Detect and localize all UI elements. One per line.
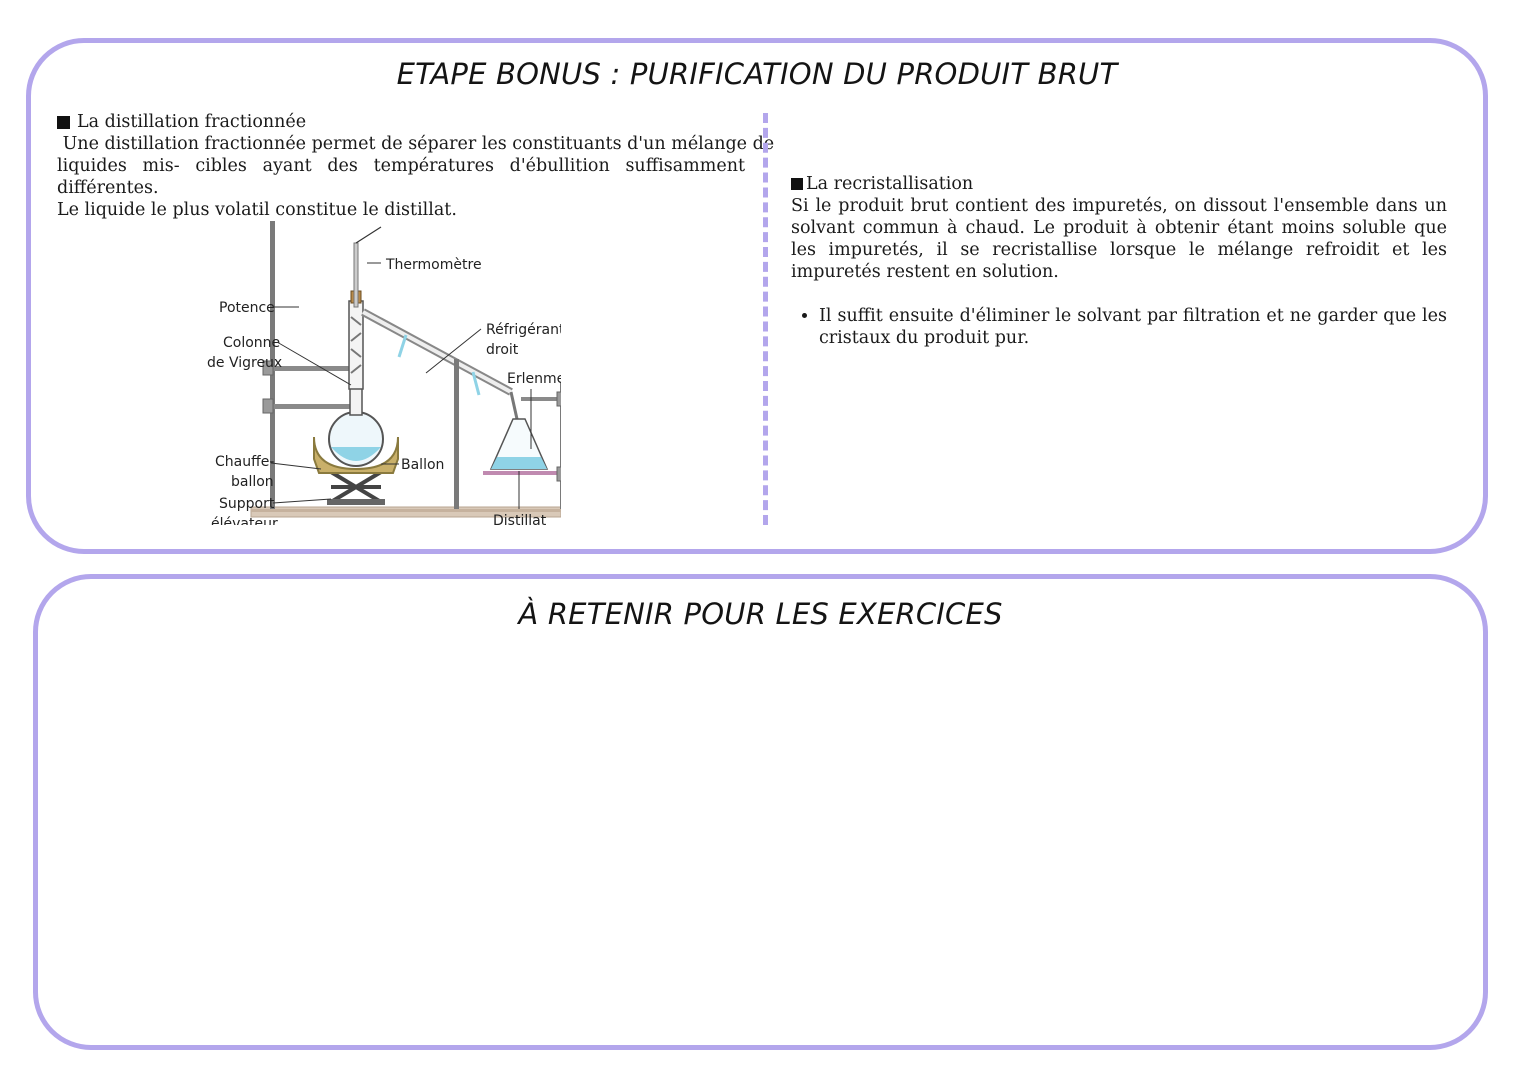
lab-jack <box>329 470 383 504</box>
recrist-heading-text: La recristallisation <box>806 174 974 194</box>
leader-line <box>276 341 352 386</box>
label-support-2: élévateur <box>211 516 278 525</box>
square-bullet-icon <box>791 178 803 190</box>
recristallisation-section: La recristallisation Si le produit brut … <box>791 173 1447 349</box>
clamp-knob <box>556 466 561 482</box>
distillate-liquid <box>491 457 547 469</box>
distillation-heading: La distillation fractionnée <box>57 111 745 133</box>
retenir-panel: À RETENIR POUR LES EXERCICES <box>33 574 1488 1050</box>
water-tubes <box>397 334 481 396</box>
condenser-inner <box>362 310 512 394</box>
flask-neck <box>349 386 363 416</box>
panel-title: À RETENIR POUR LES EXERCICES <box>518 597 1003 631</box>
label-refrigerant-2: droit <box>486 342 519 358</box>
label-colonne-2: de Vigreux <box>207 355 282 371</box>
heating-mantle <box>313 436 399 474</box>
label-potence: Potence <box>219 300 275 316</box>
clamp-knob <box>262 398 274 414</box>
list-item: Il suffit ensuite d'éliminer le solvant … <box>819 305 1447 349</box>
base-plate-shade <box>251 509 561 512</box>
stand-rod-middle <box>454 359 459 509</box>
leader-line <box>355 226 382 244</box>
label-ballon: Ballon <box>401 457 444 473</box>
label-erlenmeyer: Erlenmeyer <box>507 371 561 387</box>
distillation-line: Une distillation fractionnée permet de s… <box>57 134 775 154</box>
label-distillat: Distillat <box>493 513 547 525</box>
distillation-heading-text: La distillation fractionnée <box>77 112 307 132</box>
recrist-bullet-list: Il suffit ensuite d'éliminer le solvant … <box>791 305 1447 349</box>
recrist-heading: La recristallisation <box>791 173 1447 195</box>
column-divider <box>763 113 768 525</box>
panel-title: ETAPE BONUS : PURIFICATION DU PRODUIT BR… <box>396 57 1118 91</box>
vigreux-column <box>348 300 364 390</box>
purification-panel: ETAPE BONUS : PURIFICATION DU PRODUIT BR… <box>26 38 1488 554</box>
leader-line <box>425 328 482 374</box>
recrist-paragraph: Si le produit brut contient des impureté… <box>791 196 1447 282</box>
distillation-section: La distillation fractionnée Une distilla… <box>57 111 775 221</box>
label-chauffe-2: ballon <box>231 474 274 490</box>
distillation-line: Le liquide le plus volatil constitue le … <box>57 200 457 220</box>
stand-rod-right <box>560 382 561 509</box>
clamp-flask <box>265 404 355 409</box>
adapter <box>509 391 519 420</box>
clamp-condenser <box>521 397 561 401</box>
label-chauffe-1: Chauffe- <box>215 454 274 470</box>
label-refrigerant-1: Réfrigérant <box>486 322 561 338</box>
thermometer <box>353 242 359 308</box>
clamp-knob <box>556 391 561 407</box>
support-ring <box>483 471 561 475</box>
flask-liquid <box>331 447 381 461</box>
label-colonne-1: Colonne <box>223 335 280 351</box>
leader-line <box>272 498 332 504</box>
clamp-column <box>265 366 360 371</box>
distillation-line: liquides mis- cibles ayant des températu… <box>57 156 745 198</box>
lab-jack-base <box>327 499 385 505</box>
square-bullet-icon <box>57 115 70 129</box>
label-support-1: Support <box>219 496 275 512</box>
leader-line <box>270 462 322 470</box>
vigreux-indents <box>350 316 362 374</box>
label-thermometre: Thermomètre <box>385 257 482 273</box>
distillation-apparatus-diagram: Thermomètre Potence Colonne de Vigreux R… <box>207 221 561 525</box>
clamp-knob <box>262 360 274 376</box>
